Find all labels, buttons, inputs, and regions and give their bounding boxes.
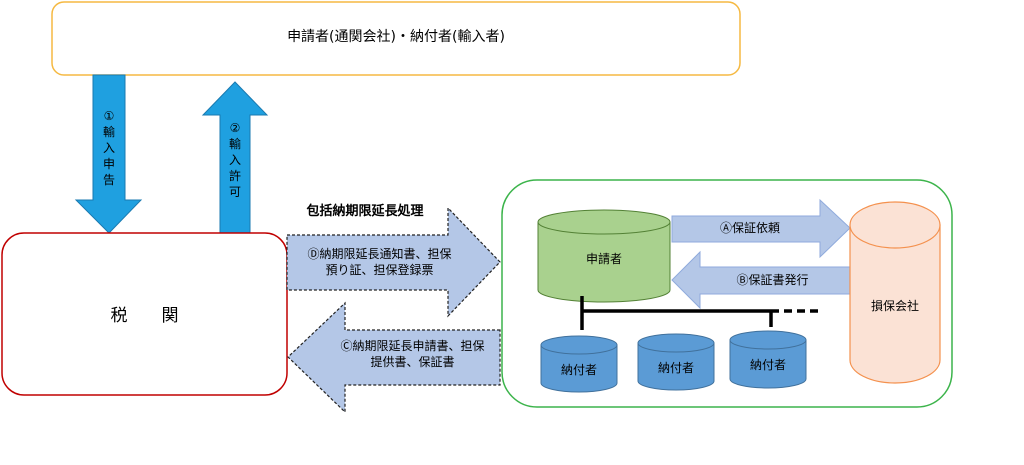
arrow-d-line2: 預り証、担保登録票 xyxy=(325,263,434,277)
arrow-c-line1: Ⓒ納期限延長申請書、担保 xyxy=(340,339,485,353)
import-declaration-label: ①輸入申告 xyxy=(102,109,115,187)
connector-lines xyxy=(580,296,818,330)
payer-label-2: 納付者 xyxy=(657,361,694,375)
payer-cylinder-3 xyxy=(729,330,807,389)
arrow-b-label: Ⓑ保証書発行 xyxy=(736,273,809,287)
payer-cylinder-2 xyxy=(637,333,715,391)
import-permit-arrow xyxy=(201,81,269,234)
applicant-box xyxy=(51,1,741,76)
insurer-cylinder xyxy=(849,201,941,384)
arrow-c xyxy=(287,301,501,414)
process-title: 包括納期限延長処理 xyxy=(306,204,424,219)
arrow-b xyxy=(671,250,851,310)
arrow-a-label: Ⓐ保証依頼 xyxy=(719,221,780,235)
applicant-box-label: 申請者(通関会社)・納付者(輸入者) xyxy=(287,29,505,45)
payer-label-1: 納付者 xyxy=(560,363,597,377)
import-permit-label: ②輸入許可 xyxy=(228,121,241,199)
payer-label-3: 納付者 xyxy=(749,358,786,372)
arrow-d-line1: Ⓓ納期限延長通知書、担保 xyxy=(307,247,452,261)
payer-cylinder-1 xyxy=(540,335,618,393)
import-declaration-arrow xyxy=(74,74,143,234)
customs-label: 税 関 xyxy=(110,306,179,326)
arrow-a xyxy=(671,198,851,259)
arrow-d xyxy=(286,206,501,318)
customs-box xyxy=(1,232,288,396)
arrow-c-line2: 提供書、保証書 xyxy=(370,355,455,369)
applicant-cylinder xyxy=(537,209,671,303)
applicant-cylinder-label: 申請者 xyxy=(585,252,622,266)
insurer-label: 損保会社 xyxy=(870,299,919,313)
